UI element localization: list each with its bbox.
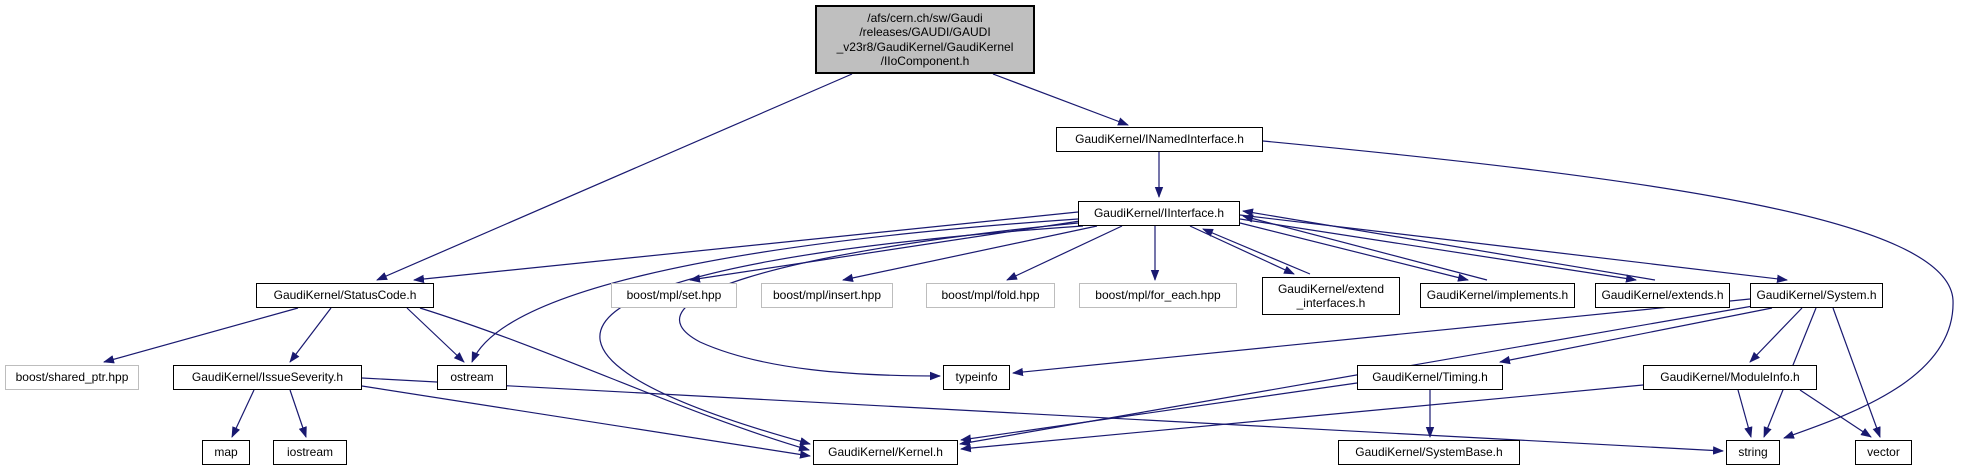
edge-issueseverity-to-kernel	[361, 385, 811, 459]
edge-system-to-timing	[1499, 307, 1773, 365]
edge-inamedinterface-to-string	[1262, 140, 1954, 439]
edge-issueseverity-to-map	[231, 389, 255, 438]
node-label-string: string	[1738, 445, 1768, 460]
node-mpl_insert: boost/mpl/insert.hpp	[761, 283, 893, 308]
node-label-mpl_insert: boost/mpl/insert.hpp	[772, 288, 882, 303]
node-label-shared_ptr: boost/shared_ptr.hpp	[15, 370, 129, 385]
node-label-vector: vector	[1867, 445, 1900, 460]
node-label-mpl_for_each: boost/mpl/for_each.hpp	[1095, 288, 1221, 303]
node-label-mpl_set: boost/mpl/set.hpp	[626, 288, 722, 303]
node-label-iostream: iostream	[286, 445, 333, 460]
node-label-mpl_fold: boost/mpl/fold.hpp	[941, 288, 1040, 303]
node-mpl_set: boost/mpl/set.hpp	[611, 283, 737, 308]
edge-iinterface-to-mpl_fold	[1006, 225, 1123, 281]
node-extend_interfaces[interactable]: GaudiKernel/extend _interfaces.h	[1262, 277, 1400, 315]
edge-moduleinfo-to-string	[1737, 389, 1753, 438]
node-iostream[interactable]: iostream	[273, 440, 347, 465]
node-systembase[interactable]: GaudiKernel/SystemBase.h	[1338, 440, 1520, 465]
node-label-extends: GaudiKernel/extends.h	[1601, 288, 1724, 303]
edge-moduleinfo-to-kernel	[960, 384, 1644, 453]
edge-iinterface-to-statuscode	[413, 211, 1079, 284]
edge-timing-to-kernel	[960, 382, 1358, 443]
edge-iinterface-to-mpl_insert	[842, 225, 1098, 283]
edge-statuscode-to-shared_ptr	[103, 307, 299, 364]
edge-moduleinfo-to-vector	[1799, 389, 1872, 438]
node-main: /afs/cern.ch/sw/Gaudi /releases/GAUDI/GA…	[815, 5, 1035, 74]
node-timing[interactable]: GaudiKernel/Timing.h	[1357, 365, 1503, 390]
node-label-systembase: GaudiKernel/SystemBase.h	[1355, 445, 1503, 460]
node-kernel[interactable]: GaudiKernel/Kernel.h	[813, 440, 958, 465]
node-label-system: GaudiKernel/System.h	[1756, 288, 1877, 303]
edge-system-to-vector	[1832, 307, 1881, 438]
edge-statuscode-to-kernel	[419, 307, 810, 452]
edge-issueseverity-to-string	[361, 377, 1724, 455]
node-label-moduleinfo: GaudiKernel/ModuleInfo.h	[1660, 370, 1800, 385]
node-label-ostream: ostream	[450, 370, 494, 385]
node-implements[interactable]: GaudiKernel/implements.h	[1420, 283, 1575, 308]
node-label-map: map	[214, 445, 238, 460]
node-label-main: /afs/cern.ch/sw/Gaudi /releases/GAUDI/GA…	[836, 10, 1014, 68]
node-label-iinterface: GaudiKernel/IInterface.h	[1093, 206, 1225, 221]
edge-iinterface-to-extends	[1239, 218, 1637, 283]
node-issueseverity[interactable]: GaudiKernel/IssueSeverity.h	[173, 365, 362, 390]
node-mpl_fold: boost/mpl/fold.hpp	[926, 283, 1055, 308]
edge-implements-to-iinterface	[1242, 214, 1488, 281]
edge-iinterface-to-system	[1239, 214, 1788, 283]
node-typeinfo[interactable]: typeinfo	[943, 365, 1010, 390]
node-statuscode[interactable]: GaudiKernel/StatusCode.h	[256, 283, 434, 308]
node-label-issueseverity: GaudiKernel/IssueSeverity.h	[191, 370, 344, 385]
edge-extend_interfaces-to-iinterface	[1202, 228, 1311, 275]
edge-iinterface-to-kernel	[599, 225, 1084, 446]
node-iinterface[interactable]: GaudiKernel/IInterface.h	[1078, 201, 1240, 226]
edge-main-to-statuscode	[376, 73, 853, 281]
edge-system-to-typeinfo	[1012, 298, 1751, 377]
node-ostream[interactable]: ostream	[437, 365, 507, 390]
node-shared_ptr: boost/shared_ptr.hpp	[5, 365, 139, 390]
edge-extends-to-iinterface	[1242, 208, 1656, 281]
node-inamedinterface[interactable]: GaudiKernel/INamedInterface.h	[1056, 127, 1263, 152]
node-map[interactable]: map	[202, 440, 250, 465]
node-system[interactable]: GaudiKernel/System.h	[1750, 283, 1883, 308]
edge-statuscode-to-ostream	[406, 307, 465, 363]
node-moduleinfo[interactable]: GaudiKernel/ModuleInfo.h	[1643, 365, 1817, 390]
edge-system-to-moduleinfo	[1749, 307, 1803, 363]
node-label-timing: GaudiKernel/Timing.h	[1372, 370, 1488, 385]
edge-iinterface-to-typeinfo	[678, 222, 1079, 381]
edge-issueseverity-to-iostream	[289, 389, 307, 438]
edge-iinterface-to-ostream	[471, 218, 1079, 363]
edge-main-to-inamedinterface	[992, 73, 1129, 126]
node-mpl_for_each: boost/mpl/for_each.hpp	[1079, 283, 1237, 308]
node-extends[interactable]: GaudiKernel/extends.h	[1595, 283, 1730, 308]
edge-statuscode-to-issueseverity	[289, 307, 332, 363]
node-label-kernel: GaudiKernel/Kernel.h	[828, 445, 943, 460]
node-label-inamedinterface: GaudiKernel/INamedInterface.h	[1075, 132, 1244, 147]
node-label-statuscode: GaudiKernel/StatusCode.h	[273, 288, 417, 303]
node-label-extend_interfaces: GaudiKernel/extend _interfaces.h	[1277, 281, 1385, 310]
node-string[interactable]: string	[1726, 440, 1780, 465]
node-vector[interactable]: vector	[1855, 440, 1912, 465]
node-label-implements: GaudiKernel/implements.h	[1426, 288, 1569, 303]
edge-iinterface-to-implements	[1239, 222, 1469, 282]
node-label-typeinfo: typeinfo	[955, 370, 998, 385]
